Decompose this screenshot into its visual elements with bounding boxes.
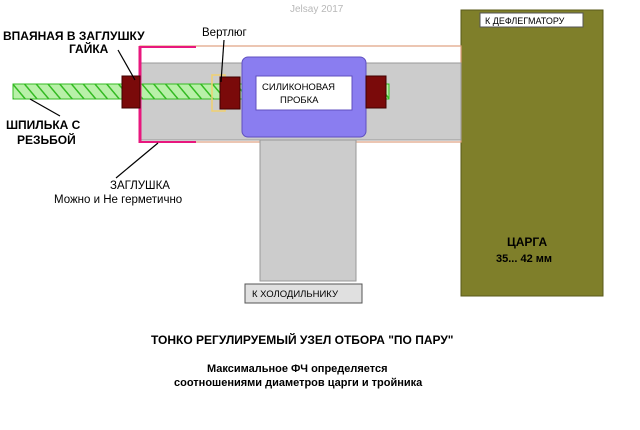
- to-condenser-label: К ХОЛОДИЛЬНИКУ: [252, 289, 339, 300]
- column-label: ЦАРГА: [507, 235, 547, 249]
- cap-label-1: ЗАГЛУШКА: [110, 180, 170, 192]
- tee-vertical-pipe: [259, 139, 357, 282]
- cap-label-2: Можно и Не герметично: [54, 194, 182, 206]
- dephlegmator-label-box: [479, 12, 584, 28]
- watermark: Jelsay 2017: [290, 4, 344, 15]
- diagram-title: ТОНКО РЕГУЛИРУЕМЫЙ УЗЕЛ ОТБОРА "ПО ПАРУ": [151, 332, 454, 347]
- threaded-stud-label-1: ШПИЛЬКА С: [6, 118, 81, 132]
- threaded-stud-label-2: РЕЗЬБОЙ: [17, 132, 76, 147]
- silicone-plug-label-1: СИЛИКОНОВАЯ: [262, 82, 335, 93]
- stud-end-nut: [365, 75, 387, 109]
- to-dephlegmator-label: К ДЕФЛЕГМАТОРУ: [485, 16, 565, 26]
- swivel-label: Вертлюг: [202, 27, 247, 39]
- nut-leader-line: [117, 49, 136, 81]
- column-size-label: 35... 42 мм: [496, 253, 552, 265]
- soldered-nut-label-1: ВПАЯНАЯ В ЗАГЛУШКУ: [3, 29, 145, 43]
- soldered-nut: [121, 75, 141, 109]
- silicone-plug-label-box: [255, 75, 353, 111]
- column-block: [460, 9, 604, 297]
- stud-leader-line: [29, 98, 61, 117]
- soldered-nut-label-2: ГАЙКА: [69, 41, 109, 56]
- swivel-body: [219, 76, 241, 110]
- silicone-plug-label-2: ПРОБКА: [280, 95, 319, 106]
- caption-line-2: соотношениями диаметров царги и тройника: [174, 377, 423, 389]
- cap-leader-line: [115, 142, 159, 179]
- caption-line-1: Максимальное ФЧ определяется: [207, 363, 388, 375]
- swivel-leader-line: [220, 39, 225, 83]
- condenser-label-box: [244, 283, 363, 304]
